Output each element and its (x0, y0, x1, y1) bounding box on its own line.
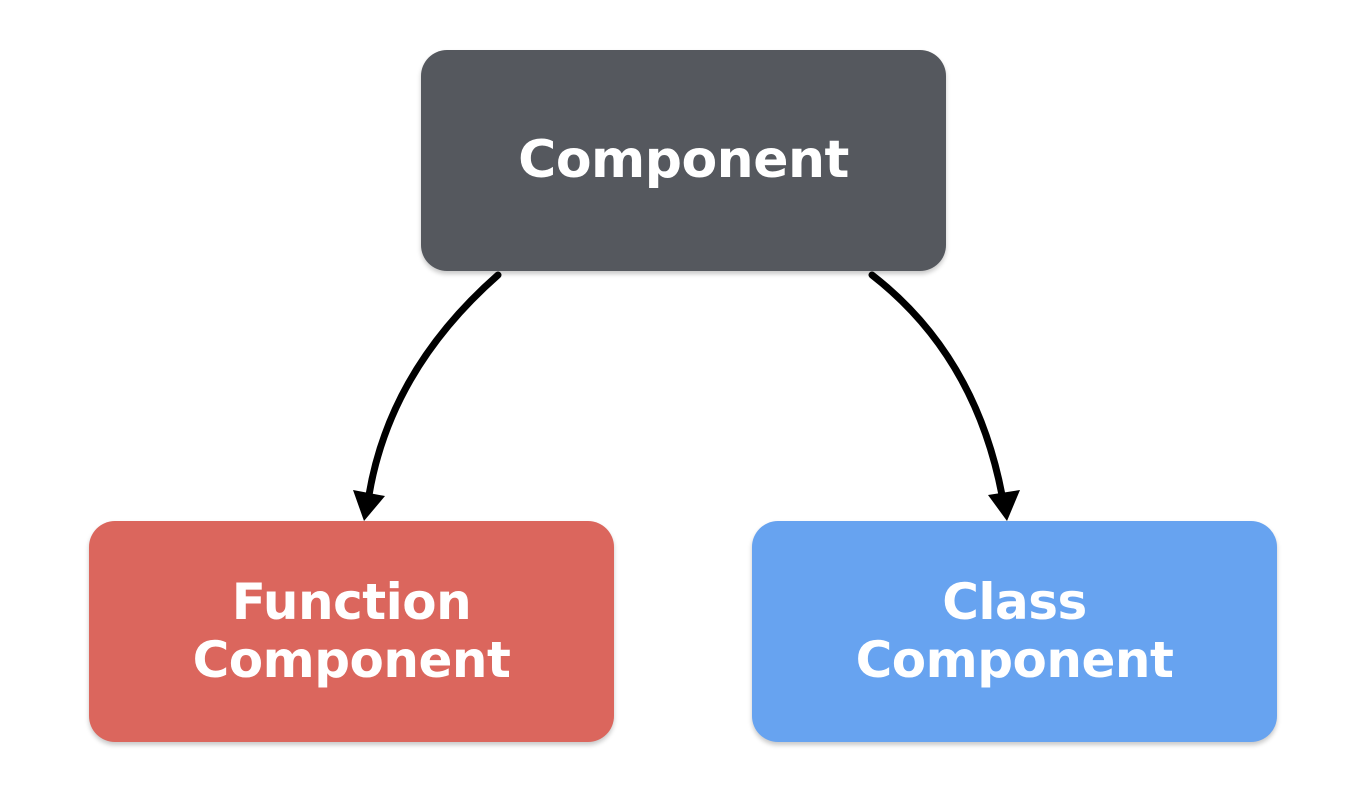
arrowhead-right (988, 490, 1020, 521)
function-component-label-line1: Function (231, 573, 472, 631)
function-component-node: Function Component (89, 521, 614, 742)
edge-to-class-component (868, 271, 1006, 499)
function-component-label-line2: Component (192, 630, 511, 689)
class-component-label-line1: Class (942, 573, 1087, 631)
component-node-label: Component (518, 129, 849, 190)
class-component-label-line2: Component (855, 630, 1174, 689)
arrowhead-left (353, 490, 385, 521)
edge-to-function-component (365, 271, 502, 499)
class-component-node: Class Component (752, 521, 1277, 742)
component-node: Component (421, 50, 946, 271)
